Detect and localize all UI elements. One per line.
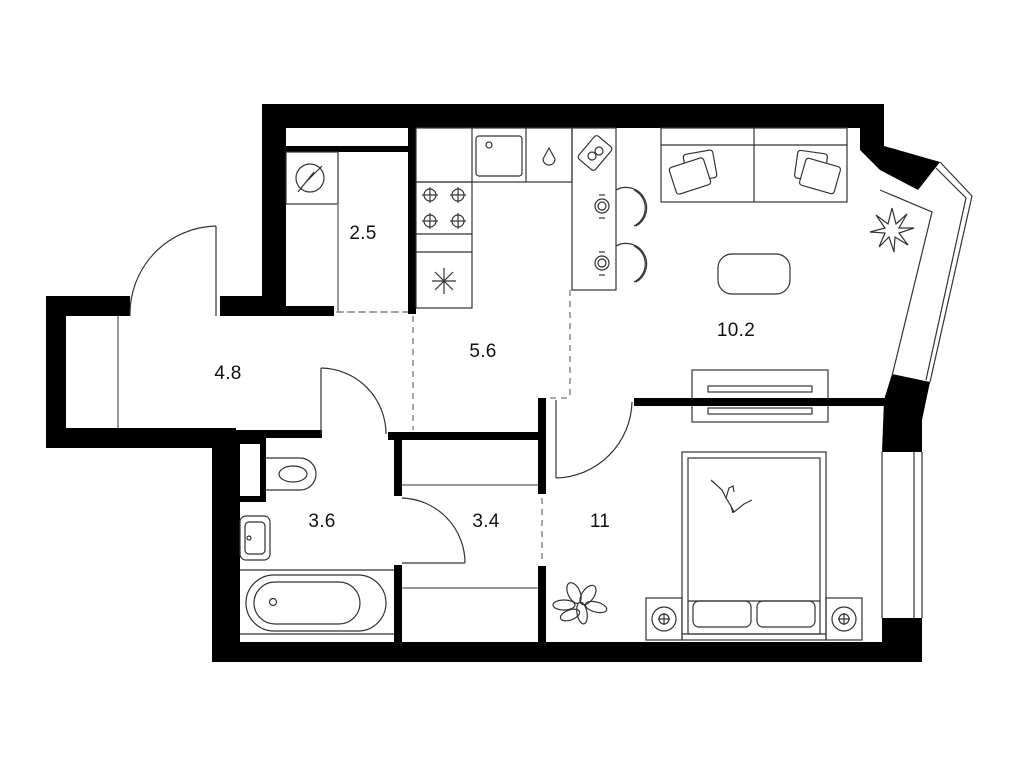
room-area-living: 10.2 xyxy=(716,320,756,341)
room-area-bedroom: 11 xyxy=(589,511,611,532)
room-area-kitchen: 5.6 xyxy=(469,341,497,362)
pillow-icon xyxy=(668,149,842,195)
place-setting-icon xyxy=(594,194,610,276)
bathtub-icon xyxy=(245,574,387,632)
chair-icon xyxy=(615,186,648,283)
window-icon xyxy=(881,452,923,618)
sink-icon xyxy=(475,135,523,177)
cat-icon xyxy=(710,479,753,514)
living-room xyxy=(634,127,973,423)
plant-icon xyxy=(869,207,915,253)
door-swing-icon xyxy=(555,400,633,479)
closet xyxy=(402,484,538,589)
sofa-icon xyxy=(660,127,848,203)
hallway xyxy=(117,225,387,435)
boiler-icon xyxy=(295,163,325,193)
window-icon xyxy=(879,161,973,383)
nightstand-lamp-icon xyxy=(645,597,863,641)
room-area-hallway: 4.8 xyxy=(214,363,242,384)
bedroom xyxy=(552,400,923,641)
exterior-walls xyxy=(46,104,940,662)
room-area-closet: 3.4 xyxy=(472,511,500,532)
bathroom xyxy=(239,457,466,635)
coffee-table-icon xyxy=(717,253,791,295)
bed-icon xyxy=(681,451,827,641)
door-swing-icon xyxy=(401,497,466,564)
door-swing-icon xyxy=(129,225,387,435)
fruit-plate-icon xyxy=(577,135,613,171)
fridge-icon xyxy=(432,268,456,294)
washbasin-icon xyxy=(239,515,271,561)
kitchen xyxy=(415,127,648,309)
room-area-storage: 2.5 xyxy=(349,223,377,244)
water-drop-icon xyxy=(542,146,556,166)
plant-icon xyxy=(552,582,608,625)
zone-dividers xyxy=(336,290,571,564)
toilet-icon xyxy=(266,457,317,491)
tv-unit-icon xyxy=(691,369,829,423)
room-area-bathroom: 3.6 xyxy=(308,511,336,532)
stove-icon xyxy=(422,187,466,229)
storage-room xyxy=(285,151,408,313)
